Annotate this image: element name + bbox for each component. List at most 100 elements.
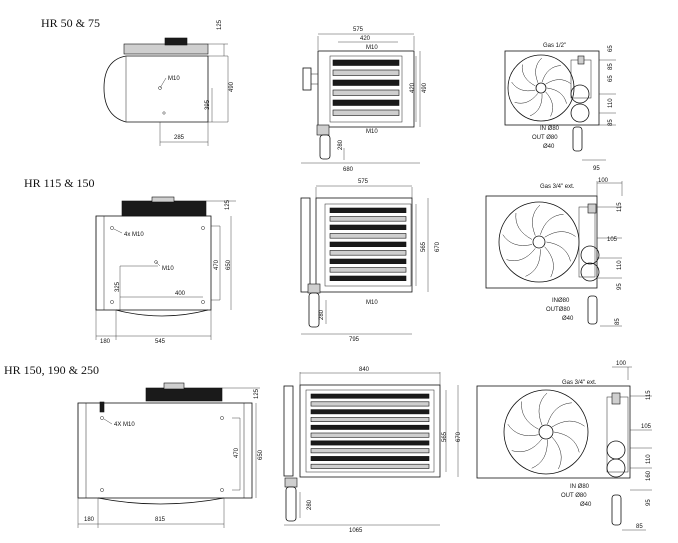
fan-blade: [553, 431, 580, 453]
fan-blade: [521, 401, 539, 430]
dim-label: 325: [115, 281, 121, 292]
dim-label: 395: [205, 99, 211, 110]
dim-label: 400: [175, 291, 186, 297]
dim-label: 95: [646, 499, 652, 506]
fan-blade: [506, 248, 536, 262]
callout: Gas 3/4" ext.: [562, 380, 597, 386]
section-title-hr-50-75: HR 50 & 75: [41, 16, 101, 30]
dim-label: 795: [349, 337, 360, 343]
dim-label: 125: [225, 199, 231, 210]
dim-label: 65: [608, 75, 614, 82]
dim-label: 490: [422, 82, 428, 93]
front-view-hr-115-150: 575 565 670 M10 280 795: [300, 179, 441, 343]
fan-blade: [531, 439, 548, 469]
louvre-blade: [332, 69, 400, 76]
dim-label: 95: [593, 166, 600, 172]
louvre-blade: [329, 241, 407, 247]
dim-label: 100: [598, 178, 609, 184]
dim-label: 420: [410, 82, 416, 93]
callout: M10: [366, 129, 378, 135]
back-view-hr-115-150: Gas 3/4" ext. INØ80 OUTØ80 Ø40 100 115 1…: [485, 178, 623, 327]
front-view-hr-50-75: 575 420 M10 420 490 M10 280 680: [301, 27, 428, 173]
callout: IN Ø80: [570, 484, 590, 490]
dim-label: 110: [608, 98, 614, 108]
dim-label: 670: [435, 241, 441, 252]
dim-label: 815: [155, 517, 166, 523]
fan-blade: [540, 214, 564, 235]
back-view-hr-50-75: Gas 1/2" IN Ø80 OUT Ø80 Ø40 65 85 65 110…: [504, 43, 616, 172]
louvre-blade: [329, 216, 407, 222]
dim-label: 125: [254, 388, 260, 399]
dim-label: 65: [608, 45, 614, 52]
fan-blade: [541, 65, 561, 83]
front-view-hr-150-190-250: 840 565 670 280 1065: [283, 367, 462, 534]
dim-label: 85: [608, 63, 614, 70]
side-view-hr-50-75: M10 125 490 395 285: [103, 19, 235, 146]
callout: INØ80: [552, 298, 570, 304]
fan-blade: [514, 93, 539, 104]
louvre-blade: [310, 409, 430, 415]
dim-label: 85: [636, 524, 643, 530]
fan-blade: [521, 64, 536, 87]
dim-label: 110: [646, 454, 652, 464]
fan-blade: [529, 93, 543, 117]
dim-label: 650: [258, 449, 264, 460]
louvre-blade: [329, 275, 407, 281]
dim-label: 160: [646, 470, 652, 481]
louvre-blade: [310, 463, 430, 469]
dim-label: 115: [617, 202, 623, 212]
fan-blade: [547, 402, 572, 425]
callout: Gas 3/4" ext.: [540, 184, 575, 190]
fan-blade: [551, 436, 562, 470]
dim-label: 545: [155, 339, 166, 345]
fan-blade: [551, 420, 585, 428]
dim-label: 575: [358, 179, 369, 185]
dim-label: 490: [229, 81, 235, 92]
dim-label: 470: [234, 447, 240, 458]
dim-label: 105: [607, 237, 618, 243]
dim-label: 85: [615, 318, 621, 325]
louvre-blade: [332, 99, 400, 106]
callout: M10: [162, 266, 174, 272]
fan-blade: [535, 57, 542, 83]
louvre-blade: [310, 440, 430, 446]
louvre-blade: [310, 424, 430, 430]
callout: Ø40: [580, 502, 592, 508]
dim-label: 180: [84, 517, 95, 523]
callout: 4X M10: [114, 422, 135, 428]
dim-label: 105: [641, 424, 652, 430]
callout: OUT Ø80: [532, 135, 558, 141]
dim-label: 100: [616, 361, 627, 367]
louvre-blade: [329, 267, 407, 273]
back-view-hr-150-190-250: Gas 3/4" ext. IN Ø80 OUT Ø80 Ø40 100 115…: [476, 361, 652, 531]
fan-blade: [511, 81, 536, 92]
louvre-blade: [332, 89, 400, 96]
louvre-blade: [310, 393, 430, 399]
dim-label: 565: [421, 241, 427, 252]
fan-blade: [546, 87, 567, 104]
fan-blade: [532, 204, 541, 236]
fan-blade: [544, 231, 576, 238]
dim-label: 575: [353, 27, 364, 33]
fan-blade: [544, 246, 554, 278]
fan-blade: [546, 241, 571, 262]
dim-label: 115: [646, 390, 652, 400]
fan-blade: [545, 91, 553, 117]
section-title-hr-115-150: HR 115 & 150: [24, 176, 95, 190]
dim-label: 670: [456, 431, 462, 442]
fan-blade: [525, 249, 541, 277]
callout: Ø40: [562, 316, 574, 322]
louvre-blade: [329, 250, 407, 256]
section-title-hr-150-190-250: HR 150, 190 & 250: [4, 363, 100, 377]
louvre-blade: [310, 401, 430, 407]
dim-label: 285: [174, 135, 185, 141]
fan-blade: [511, 438, 543, 453]
dim-label: 125: [217, 19, 223, 30]
dim-label: 280: [319, 309, 325, 320]
callout: 4x M10: [124, 232, 144, 238]
dim-label: 1065: [349, 528, 363, 534]
fan-blade: [538, 392, 548, 426]
fan-blade: [507, 424, 539, 436]
louvre-blade: [310, 432, 430, 438]
louvre-blade: [332, 109, 400, 116]
